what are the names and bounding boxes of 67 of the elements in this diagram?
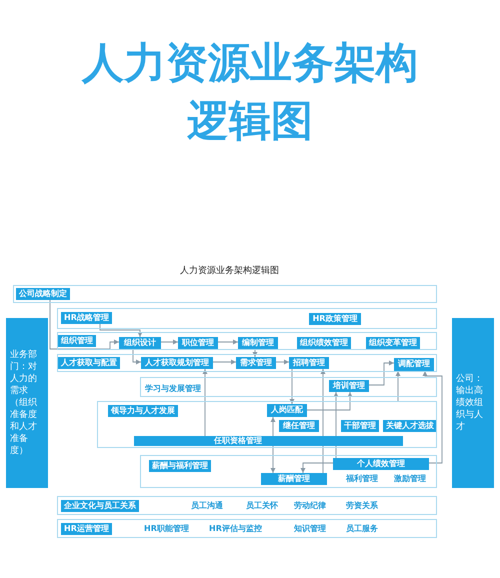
process-box: HR运营管理 xyxy=(61,523,112,535)
section-band xyxy=(57,354,437,372)
item-text: 员工沟通 xyxy=(191,500,231,512)
process-box: 招聘管理 xyxy=(289,357,329,369)
process-box: 调配管理 xyxy=(394,358,434,371)
arrow xyxy=(320,368,326,474)
process-box: 薪酬与福利管理 xyxy=(149,460,211,472)
arrow xyxy=(218,340,238,344)
item-text: 福利管理 xyxy=(346,473,386,485)
process-box: 人岗匹配 xyxy=(267,404,307,417)
process-box: 个人绩效管理 xyxy=(333,458,429,470)
process-box: HR战略管理 xyxy=(61,312,112,324)
band-title: 学习与发展管理 xyxy=(145,383,201,395)
item-text: 员工关怀 xyxy=(246,500,286,512)
section-band xyxy=(140,377,437,397)
section-band xyxy=(140,455,437,488)
process-box: HR政策管理 xyxy=(309,313,361,325)
section-band xyxy=(57,332,437,350)
process-box: 领导力与人才发展 xyxy=(108,405,178,417)
arrow xyxy=(202,368,208,436)
process-box: 组织变革管理 xyxy=(366,337,420,349)
arrow xyxy=(132,348,142,364)
item-text: HR职能管理 xyxy=(144,523,199,535)
arrow xyxy=(396,370,400,402)
process-box: 组织管理 xyxy=(58,335,96,347)
arrow xyxy=(368,360,394,386)
process-box: 需求管理 xyxy=(236,357,276,369)
item-text: 知识管理 xyxy=(294,523,334,535)
section-band xyxy=(57,519,437,538)
arrow xyxy=(306,392,352,410)
arrow xyxy=(252,348,258,358)
process-box: 关键人才选拔 xyxy=(383,420,436,432)
arrow xyxy=(50,300,120,350)
section-band xyxy=(57,308,437,329)
process-box: 公司战略制定 xyxy=(16,288,70,300)
section-band xyxy=(97,401,437,448)
process-box: 企业文化与员工关系 xyxy=(61,500,139,512)
section-band xyxy=(13,285,437,303)
process-box: 培训管理 xyxy=(329,380,369,392)
arrow xyxy=(160,340,178,344)
arrow xyxy=(300,462,334,474)
process-box: 薪酬管理 xyxy=(261,473,327,485)
arrow xyxy=(290,368,294,404)
process-box: 干部管理 xyxy=(341,420,379,432)
item-text: 激励管理 xyxy=(394,473,434,485)
process-box: 人才获取与配置 xyxy=(58,357,120,369)
arrow xyxy=(422,370,442,464)
item-text: 劳资关系 xyxy=(346,500,386,512)
process-box: 组织绩效管理 xyxy=(297,337,351,349)
arrow xyxy=(270,416,276,474)
process-box: 继任管理 xyxy=(279,420,319,432)
side-panel: 业务部门：对人力的需求（组织准备度和人才准备度） xyxy=(6,318,48,488)
item-text: 劳动纪律 xyxy=(294,500,334,512)
arrow xyxy=(276,360,290,364)
arrow xyxy=(212,360,236,364)
process-bar: 任职资格管理 xyxy=(134,436,403,446)
item-text: HR评估与监控 xyxy=(209,523,271,535)
chart-title: 人力资源业务架构逻辑图 xyxy=(180,264,279,277)
process-box: 职位管理 xyxy=(178,337,218,349)
item-text: 员工服务 xyxy=(346,523,386,535)
diagram-title: 人力资源业务架构逻辑图 xyxy=(80,37,419,147)
arrow xyxy=(100,324,142,338)
process-box: 组织设计 xyxy=(119,337,161,349)
side-panel: 公司：输出高绩效组织与人才 xyxy=(452,318,494,488)
process-box: 编制管理 xyxy=(238,337,278,349)
section-band xyxy=(57,496,437,515)
process-box: 人才获取规划管理 xyxy=(141,357,213,369)
